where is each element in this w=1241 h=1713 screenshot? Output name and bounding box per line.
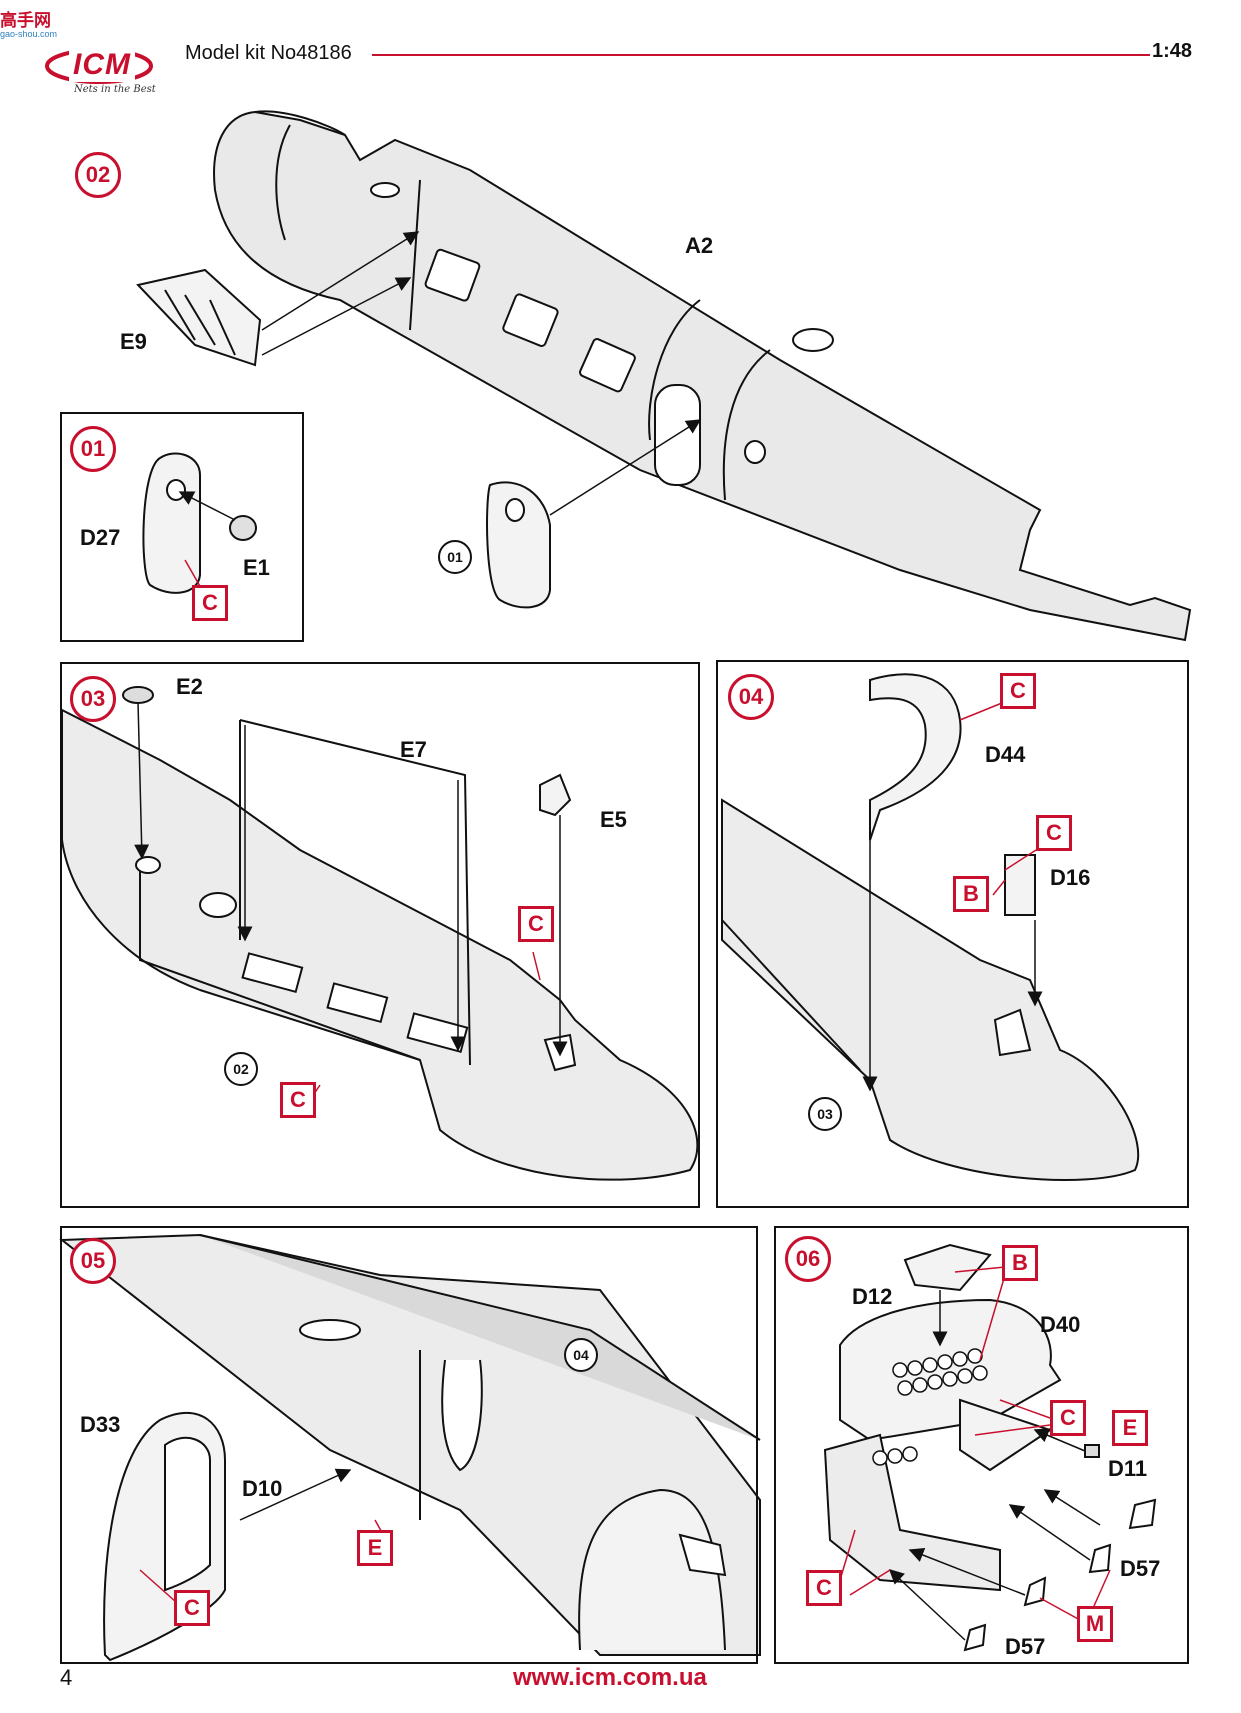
color-code-c-d44: C (1000, 673, 1036, 709)
header-rule (372, 54, 1150, 56)
label-d27: D27 (80, 525, 121, 550)
step-06-panel (774, 1226, 1189, 1664)
label-e7: E7 (400, 737, 427, 762)
color-code-e: E (357, 1530, 393, 1566)
label-e5: E5 (600, 807, 627, 832)
step-06-badge: 06 (785, 1236, 831, 1282)
page-number: 4 (60, 1665, 73, 1690)
logo-text: ICM (69, 48, 135, 82)
step-02-badge: 02 (75, 152, 121, 198)
label-e2: E2 (176, 674, 203, 699)
color-code-m: M (1077, 1606, 1113, 1642)
fuselage-a2-drawing (213, 110, 1192, 642)
color-code-c-d16: C (1036, 815, 1072, 851)
step-04-panel (716, 660, 1189, 1208)
brand-site-logo: 高手网 gao-shou.com (0, 6, 70, 39)
color-code-c: C (192, 585, 228, 621)
step-03-badge: 03 (70, 676, 116, 722)
step-05-badge: 05 (70, 1238, 116, 1284)
label-d33: D33 (80, 1412, 121, 1437)
color-code-c-bulkhead: C (518, 906, 554, 942)
color-code-c-d33: C (174, 1590, 210, 1626)
door-part-drawing (486, 481, 551, 609)
footer-website[interactable]: www.icm.com.ua (513, 1664, 707, 1691)
step-05-panel (60, 1226, 758, 1664)
part-e9-drawing (136, 268, 262, 367)
model-kit-title: Model kit No48186 (185, 42, 352, 64)
label-d16: D16 (1050, 865, 1091, 890)
color-code-c-hull: C (280, 1082, 316, 1118)
color-code-b-d16: B (953, 876, 989, 912)
step-04-badge: 04 (728, 674, 774, 720)
label-d40: D40 (1040, 1312, 1081, 1337)
label-d44: D44 (985, 742, 1026, 767)
logo-tagline: Nets in the Best (74, 84, 156, 95)
ref-step-03: 03 (808, 1097, 842, 1131)
color-code-c-panel: C (1050, 1400, 1086, 1436)
color-code-b-panel: B (1002, 1245, 1038, 1281)
label-e1: E1 (243, 555, 270, 580)
step-03-panel (60, 662, 700, 1208)
ref-step-02: 02 (224, 1052, 258, 1086)
step-01-badge: 01 (70, 426, 116, 472)
label-a2: A2 (685, 233, 714, 258)
scale-label: 1:48 (1152, 40, 1193, 62)
color-code-e-d11: E (1112, 1410, 1148, 1446)
label-d11: D11 (1108, 1456, 1148, 1481)
ref-step-04: 04 (564, 1338, 598, 1372)
label-d57-lower: D57 (1005, 1634, 1046, 1659)
label-d10: D10 (242, 1476, 283, 1501)
icm-logo: ICM Nets in the Best (44, 44, 164, 99)
color-code-c-floor: C (806, 1570, 842, 1606)
label-d57-upper: D57 (1120, 1556, 1161, 1581)
label-d12: D12 (852, 1284, 893, 1309)
brand-site-name: 高手网 (0, 11, 51, 31)
ref-step-01: 01 (438, 540, 472, 574)
step-01-panel (60, 412, 304, 642)
brand-site-url: gao-shou.com (0, 29, 58, 39)
label-e9: E9 (120, 329, 147, 354)
